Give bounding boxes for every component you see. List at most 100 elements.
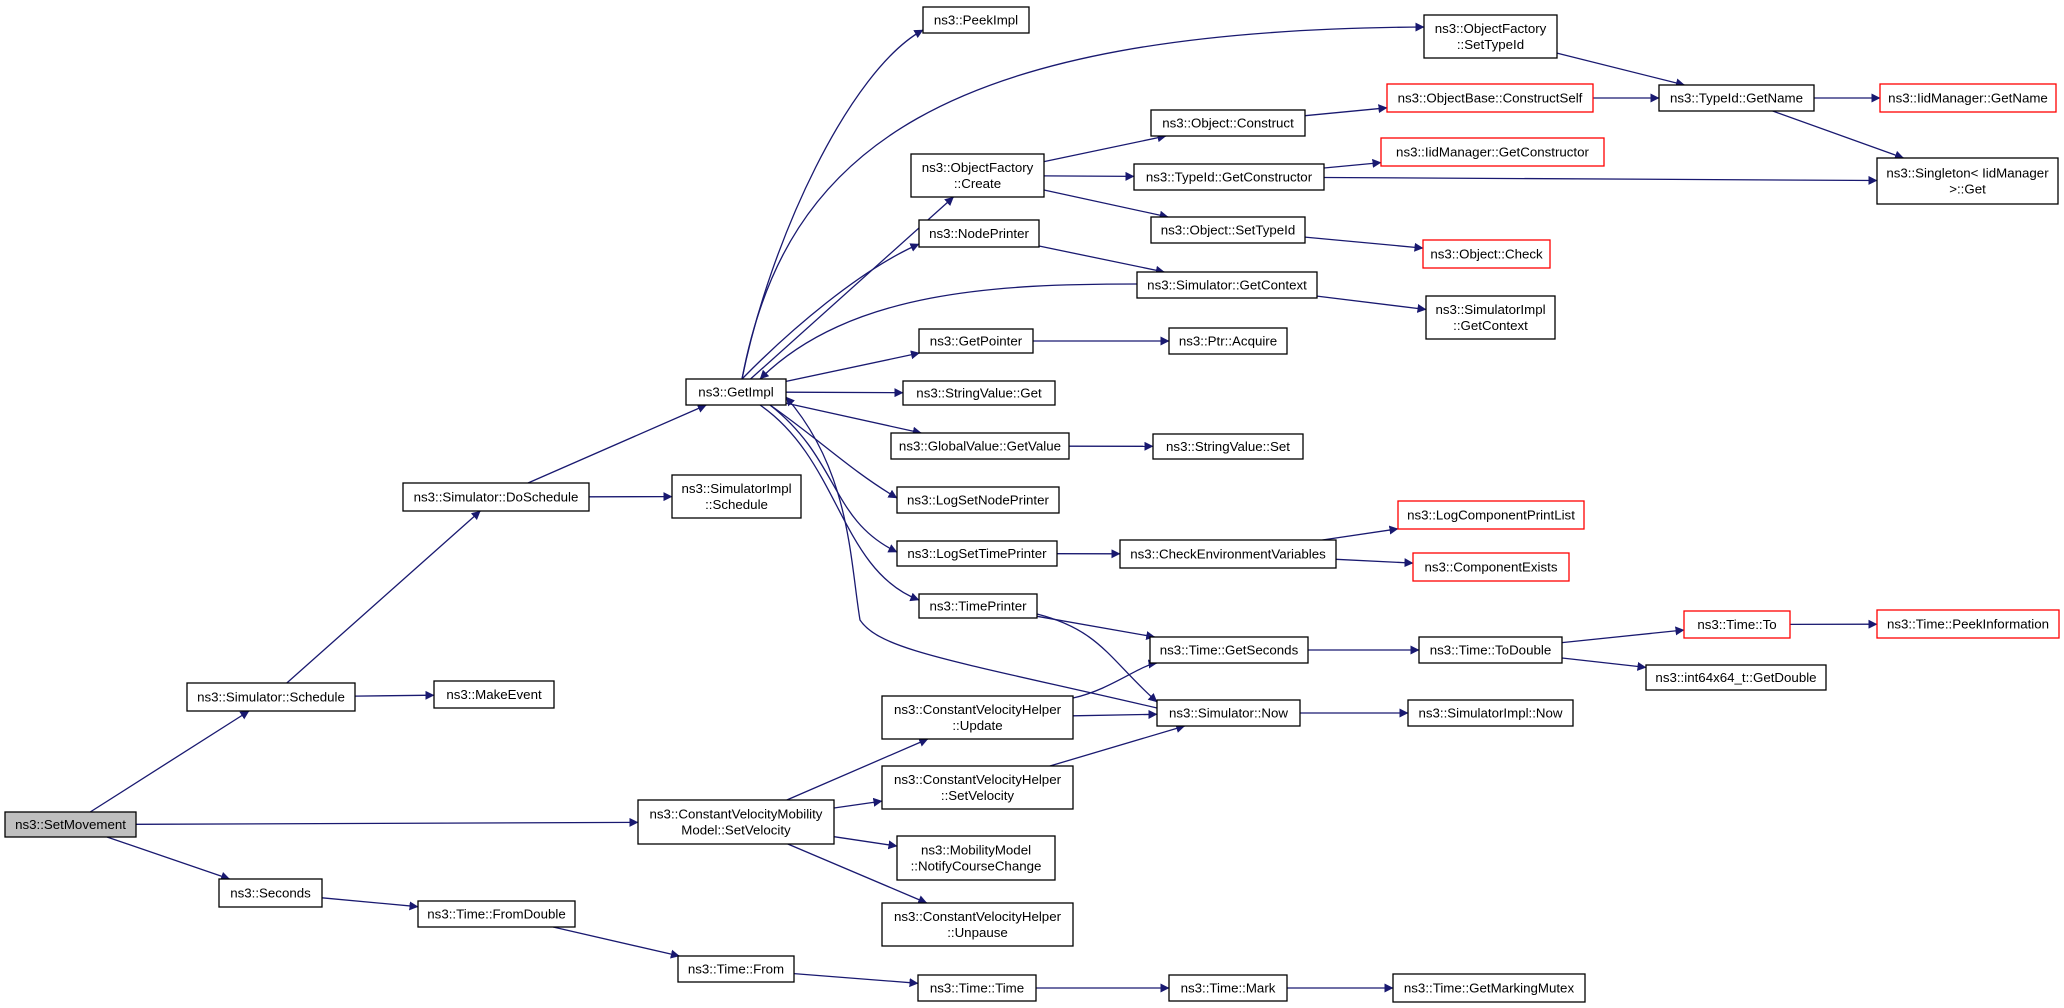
node-label: ns3::Simulator::Now xyxy=(1169,706,1288,721)
node-label: ns3::Simulator::DoSchedule xyxy=(414,490,579,505)
edge-setmovement-to-cvmm_setvelocity xyxy=(135,817,639,827)
node-box xyxy=(881,695,1074,740)
node-box xyxy=(1876,157,2059,205)
edge-nodeprinter-to-sim_getcontext xyxy=(1038,245,1165,275)
node-label: ns3::SimulatorImpl xyxy=(1435,302,1545,317)
node-box xyxy=(671,474,802,519)
edge-sim_getcontext-to-simimpl_getcontext xyxy=(1316,295,1427,313)
node-logsettimeprinter[interactable]: ns3::LogSetTimePrinter xyxy=(896,540,1058,567)
edge-of_create-to-typeid_getconstructor xyxy=(1043,171,1135,181)
node-label: ns3::SimulatorImpl xyxy=(681,481,791,496)
node-box xyxy=(1876,609,2060,639)
node-time-from[interactable]: ns3::Time::From xyxy=(677,955,795,983)
node-time-getseconds[interactable]: ns3::Time::GetSeconds xyxy=(1149,636,1309,664)
node-label: ::NotifyCourseChange xyxy=(911,859,1042,874)
node-peekimpl[interactable]: ns3::PeekImpl xyxy=(922,6,1030,34)
node-componentexists[interactable]: ns3::ComponentExists xyxy=(1412,552,1570,582)
node-of-create[interactable]: ns3::ObjectFactory::Create xyxy=(910,153,1045,198)
node-simimpl-getcontext[interactable]: ns3::SimulatorImpl::GetContext xyxy=(1425,295,1556,340)
node-time-todouble[interactable]: ns3::Time::ToDouble xyxy=(1418,636,1563,664)
node-simimpl-schedule[interactable]: ns3::SimulatorImpl::Schedule xyxy=(671,474,802,519)
edge-typeid_getconstructor-to-singleton_get xyxy=(1323,175,1878,185)
node-cvmm-setvelocity[interactable]: ns3::ConstantVelocityMobilityModel::SetV… xyxy=(637,799,835,845)
node-checkenv[interactable]: ns3::CheckEnvironmentVariables xyxy=(1119,539,1337,569)
edge-obj_settypeid-to-obj_check xyxy=(1304,236,1424,252)
edge-getimpl-to-peekimpl xyxy=(741,29,924,380)
edge-of_create-to-obj_construct xyxy=(1043,133,1167,163)
node-setmovement[interactable]: ns3::SetMovement xyxy=(4,811,137,838)
node-mm-notifycoursechange[interactable]: ns3::MobilityModel::NotifyCourseChange xyxy=(896,835,1056,881)
node-box xyxy=(1386,83,1594,113)
node-label: ns3::Object::Construct xyxy=(1162,116,1294,131)
node-time-time[interactable]: ns3::Time::Time xyxy=(917,974,1037,1002)
node-box xyxy=(433,680,555,709)
node-label: ns3::Time::Time xyxy=(930,981,1024,996)
node-label: ns3::Time::GetMarkingMutex xyxy=(1404,981,1575,996)
node-label: ns3::Time::To xyxy=(1697,617,1776,632)
node-label: ns3::Time::PeekInformation xyxy=(1887,617,2049,632)
node-label: ns3::StringValue::Set xyxy=(1166,439,1290,454)
node-obj-check[interactable]: ns3::Object::Check xyxy=(1422,239,1551,269)
node-nodeprinter[interactable]: ns3::NodePrinter xyxy=(918,219,1040,248)
node-cvh-unpause[interactable]: ns3::ConstantVelocityHelper::Unpause xyxy=(881,902,1074,947)
node-of-settypeid[interactable]: ns3::ObjectFactory::SetTypeId xyxy=(1423,14,1558,59)
node-sim-getcontext[interactable]: ns3::Simulator::GetContext xyxy=(1136,271,1318,299)
node-stringvalue-set[interactable]: ns3::StringValue::Set xyxy=(1152,433,1304,460)
node-time-peekinformation[interactable]: ns3::Time::PeekInformation xyxy=(1876,609,2060,639)
node-getimpl[interactable]: ns3::GetImpl xyxy=(685,378,787,406)
node-iid-getconstructor[interactable]: ns3::IidManager::GetConstructor xyxy=(1380,137,1605,167)
node-logsetnodeprinter[interactable]: ns3::LogSetNodePrinter xyxy=(896,486,1060,514)
node-box xyxy=(917,974,1037,1002)
node-simimpl-now[interactable]: ns3::SimulatorImpl::Now xyxy=(1407,699,1574,727)
node-sim-now[interactable]: ns3::Simulator::Now xyxy=(1156,699,1301,727)
node-ptr-acquire[interactable]: ns3::Ptr::Acquire xyxy=(1168,327,1288,355)
node-box xyxy=(902,380,1056,406)
node-box xyxy=(1168,974,1288,1002)
node-seconds[interactable]: ns3::Seconds xyxy=(218,878,323,908)
node-cvh-update[interactable]: ns3::ConstantVelocityHelper::Update xyxy=(881,695,1074,740)
node-label: ns3::Object::SetTypeId xyxy=(1161,223,1296,238)
node-box xyxy=(186,682,356,712)
node-iid-getname[interactable]: ns3::IidManager::GetName xyxy=(1879,83,2057,113)
node-box xyxy=(4,811,137,838)
node-stringvalue-get[interactable]: ns3::StringValue::Get xyxy=(902,380,1056,406)
edge-getimpl-to-globalvalue_getvalue xyxy=(785,402,922,436)
node-label: ns3::SetMovement xyxy=(15,817,126,832)
node-time-mark[interactable]: ns3::Time::Mark xyxy=(1168,974,1288,1002)
node-singleton-get[interactable]: ns3::Singleton< IidManager >::Get xyxy=(1876,157,2059,205)
node-label: ns3::PeekImpl xyxy=(934,13,1018,28)
node-time-getmarkingmutex[interactable]: ns3::Time::GetMarkingMutex xyxy=(1392,973,1586,1003)
node-cvh-setvelocity[interactable]: ns3::ConstantVelocityHelper::SetVelocity xyxy=(881,765,1074,810)
node-getpointer[interactable]: ns3::GetPointer xyxy=(918,328,1034,354)
node-int64x64-getdouble[interactable]: ns3::int64x64_t::GetDouble xyxy=(1645,664,1827,691)
node-timeprinter[interactable]: ns3::TimePrinter xyxy=(918,593,1038,619)
node-obj-construct[interactable]: ns3::Object::Construct xyxy=(1150,109,1306,137)
node-objbase-constructself[interactable]: ns3::ObjectBase::ConstructSelf xyxy=(1386,83,1594,113)
edge-seconds-to-time_fromdouble xyxy=(321,897,419,911)
node-makeevent[interactable]: ns3::MakeEvent xyxy=(433,680,555,709)
node-label: ns3::MobilityModel xyxy=(921,843,1031,858)
edge-sim_doschedule-to-getimpl xyxy=(527,404,707,484)
node-label: ns3::ObjectBase::ConstructSelf xyxy=(1398,91,1583,106)
edge-cvmm_setvelocity-to-mm_notifycoursechange xyxy=(833,836,898,850)
node-label: ns3::GetPointer xyxy=(930,334,1023,349)
node-sim-doschedule[interactable]: ns3::Simulator::DoSchedule xyxy=(402,482,590,512)
node-label: ns3::Time::From xyxy=(688,962,784,977)
node-typeid-getname[interactable]: ns3::TypeId::GetName xyxy=(1658,84,1815,112)
edge-obj_construct-to-objbase_constructself xyxy=(1304,104,1388,117)
node-box xyxy=(1423,14,1558,59)
node-time-to[interactable]: ns3::Time::To xyxy=(1683,610,1791,639)
node-time-fromdouble[interactable]: ns3::Time::FromDouble xyxy=(417,900,576,928)
node-typeid-getconstructor[interactable]: ns3::TypeId::GetConstructor xyxy=(1133,163,1325,191)
node-logcomponentprintlist[interactable]: ns3::LogComponentPrintList xyxy=(1397,500,1585,530)
node-label: ::Schedule xyxy=(705,497,768,512)
node-box xyxy=(1397,500,1585,530)
node-box xyxy=(1149,636,1309,664)
node-obj-settypeid[interactable]: ns3::Object::SetTypeId xyxy=(1150,216,1306,244)
node-box xyxy=(1168,327,1288,355)
node-sim-schedule[interactable]: ns3::Simulator::Schedule xyxy=(186,682,356,712)
node-globalvalue-getvalue[interactable]: ns3::GlobalValue::GetValue xyxy=(890,432,1070,460)
edge-getimpl-to-timeprinter xyxy=(759,404,920,602)
edge-cvmm_setvelocity-to-cvh_update xyxy=(786,738,929,801)
